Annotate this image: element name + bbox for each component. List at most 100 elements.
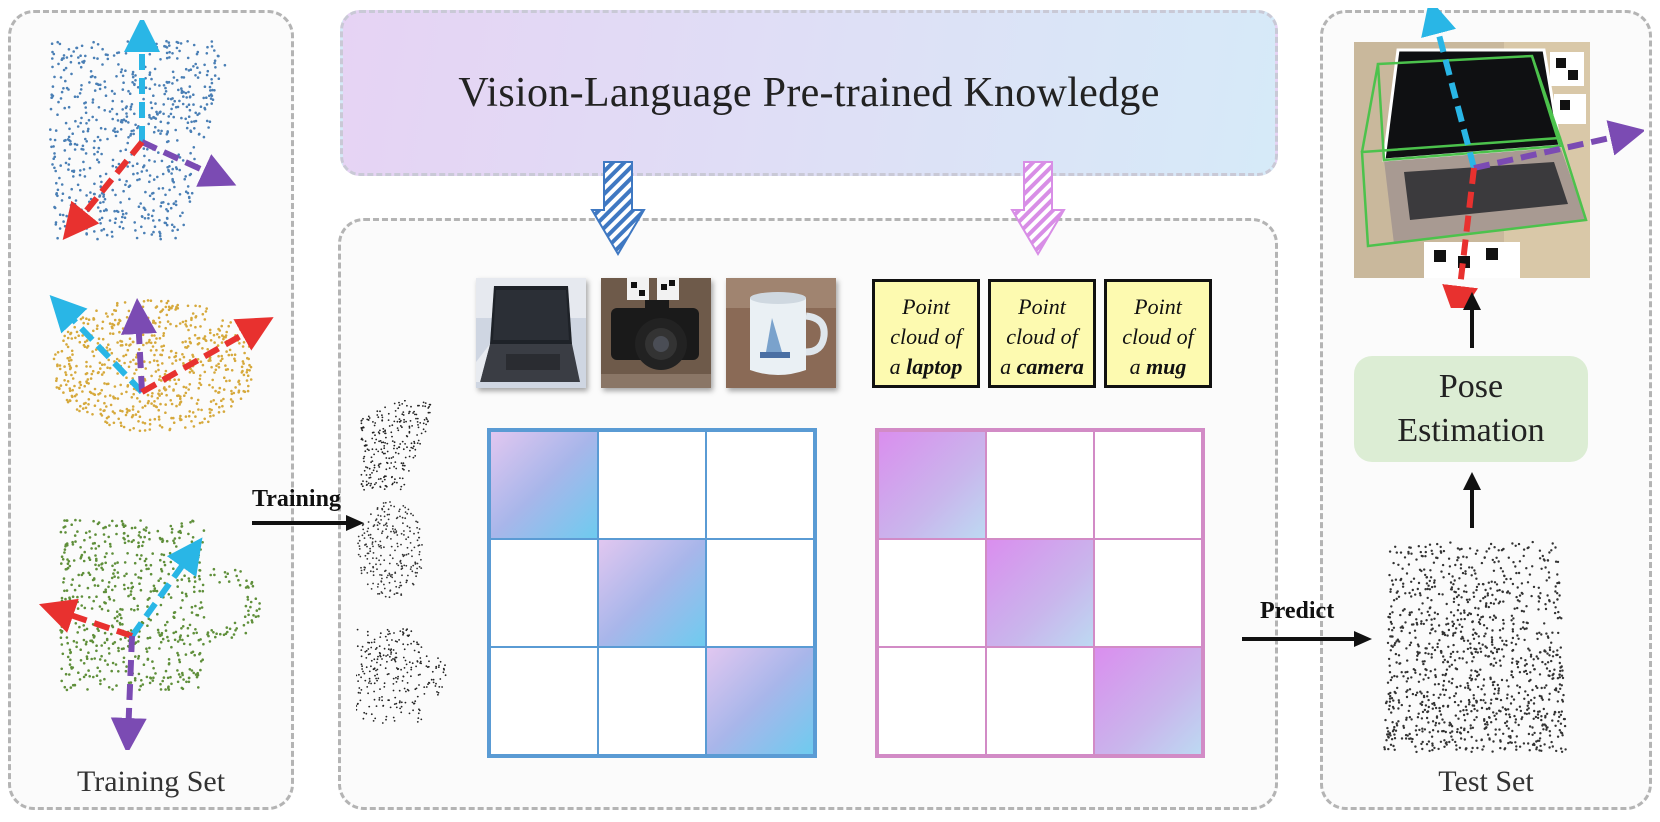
cloud-point <box>1516 684 1519 687</box>
cloud-point <box>1444 688 1448 692</box>
cloud-point <box>148 422 152 426</box>
cloud-point <box>1474 572 1477 575</box>
cloud-point <box>164 688 167 691</box>
cloud-point <box>1411 692 1415 696</box>
cloud-point <box>178 635 182 639</box>
cloud-point <box>186 40 189 43</box>
cloud-point <box>178 358 182 361</box>
cloud-point <box>1421 747 1424 751</box>
cloud-point <box>120 392 123 396</box>
cloud-point <box>159 603 163 607</box>
cloud-point <box>1401 609 1405 612</box>
cloud-point <box>217 362 220 366</box>
cloud-point <box>396 562 398 565</box>
cloud-point <box>1446 704 1450 707</box>
cloud-point <box>396 640 398 643</box>
cloud-point <box>76 607 80 610</box>
cloud-point <box>366 418 369 421</box>
cloud-point <box>96 57 99 60</box>
cloud-point <box>372 552 375 554</box>
cloud-point <box>1442 704 1445 708</box>
cloud-point <box>192 425 196 428</box>
cloud-point <box>406 688 409 691</box>
cloud-point <box>168 551 172 555</box>
cloud-point <box>368 670 371 673</box>
cloud-point <box>1538 549 1542 552</box>
cloud-point <box>1416 716 1420 719</box>
cloud-point <box>1476 685 1480 689</box>
cloud-point <box>194 304 197 308</box>
cloud-point <box>372 431 375 434</box>
cloud-point <box>1470 750 1473 753</box>
cloud-point <box>391 435 393 438</box>
cloud-point <box>184 592 188 596</box>
cloud-point <box>84 152 88 155</box>
cloud-point <box>142 325 145 329</box>
cloud-point <box>1502 655 1505 658</box>
cloud-point <box>61 558 65 561</box>
cloud-point <box>125 179 128 183</box>
cloud-point <box>122 660 125 664</box>
cloud-point <box>1441 563 1445 567</box>
cloud-point <box>1451 738 1454 741</box>
cloud-point <box>1484 726 1488 730</box>
cloud-point <box>400 701 403 704</box>
cloud-point <box>126 534 130 538</box>
cloud-point <box>156 529 160 533</box>
cloud-point <box>149 299 153 303</box>
cloud-point <box>74 371 77 374</box>
cloud-point <box>1491 638 1494 642</box>
cloud-point <box>219 359 223 363</box>
cloud-point <box>106 137 109 141</box>
cloud-point <box>1540 718 1543 722</box>
cloud-point <box>368 705 371 708</box>
cloud-point <box>63 365 66 368</box>
cloud-point <box>152 676 155 679</box>
cloud-point <box>366 572 369 574</box>
cloud-point <box>187 90 190 94</box>
cloud-point <box>60 58 64 61</box>
cloud-point <box>1522 548 1526 551</box>
cloud-point <box>1420 622 1423 625</box>
cloud-point <box>107 581 111 584</box>
cloud-point <box>1388 704 1391 707</box>
cloud-point <box>185 594 188 598</box>
cloud-point <box>1410 595 1413 598</box>
cloud-point <box>423 418 426 421</box>
cloud-point <box>1415 618 1418 621</box>
cloud-point <box>436 691 438 693</box>
cloud-point <box>393 420 396 423</box>
cloud-point <box>412 412 414 414</box>
cloud-point <box>117 63 120 66</box>
cloud-point <box>157 316 161 320</box>
cloud-point <box>179 214 182 218</box>
cloud-point <box>1557 711 1561 714</box>
cloud-point <box>418 551 421 553</box>
cloud-point <box>66 345 70 349</box>
cloud-point <box>175 324 178 328</box>
cloud-point <box>1555 749 1558 753</box>
cloud-point <box>1417 608 1421 611</box>
cloud-point <box>173 225 176 229</box>
cloud-point <box>79 648 82 651</box>
cloud-point <box>373 464 376 467</box>
cloud-point <box>1408 613 1411 616</box>
cloud-point <box>1393 643 1396 647</box>
cloud-point <box>387 419 390 421</box>
cloud-point <box>170 172 173 175</box>
cloud-point <box>163 44 166 48</box>
cloud-point <box>126 385 129 388</box>
cloud-point <box>105 552 108 555</box>
cloud-point <box>369 476 372 479</box>
cloud-point <box>410 566 413 568</box>
cloud-point <box>160 553 163 556</box>
cloud-point <box>188 95 192 98</box>
cloud-point <box>435 682 437 685</box>
cloud-point <box>121 108 124 111</box>
cloud-point <box>139 311 142 315</box>
cloud-point <box>1475 701 1478 704</box>
banner-title: Vision-Language Pre-trained Knowledge <box>458 70 1160 116</box>
cloud-point <box>1551 674 1554 677</box>
cloud-point <box>1545 728 1548 731</box>
cloud-point <box>168 428 171 432</box>
